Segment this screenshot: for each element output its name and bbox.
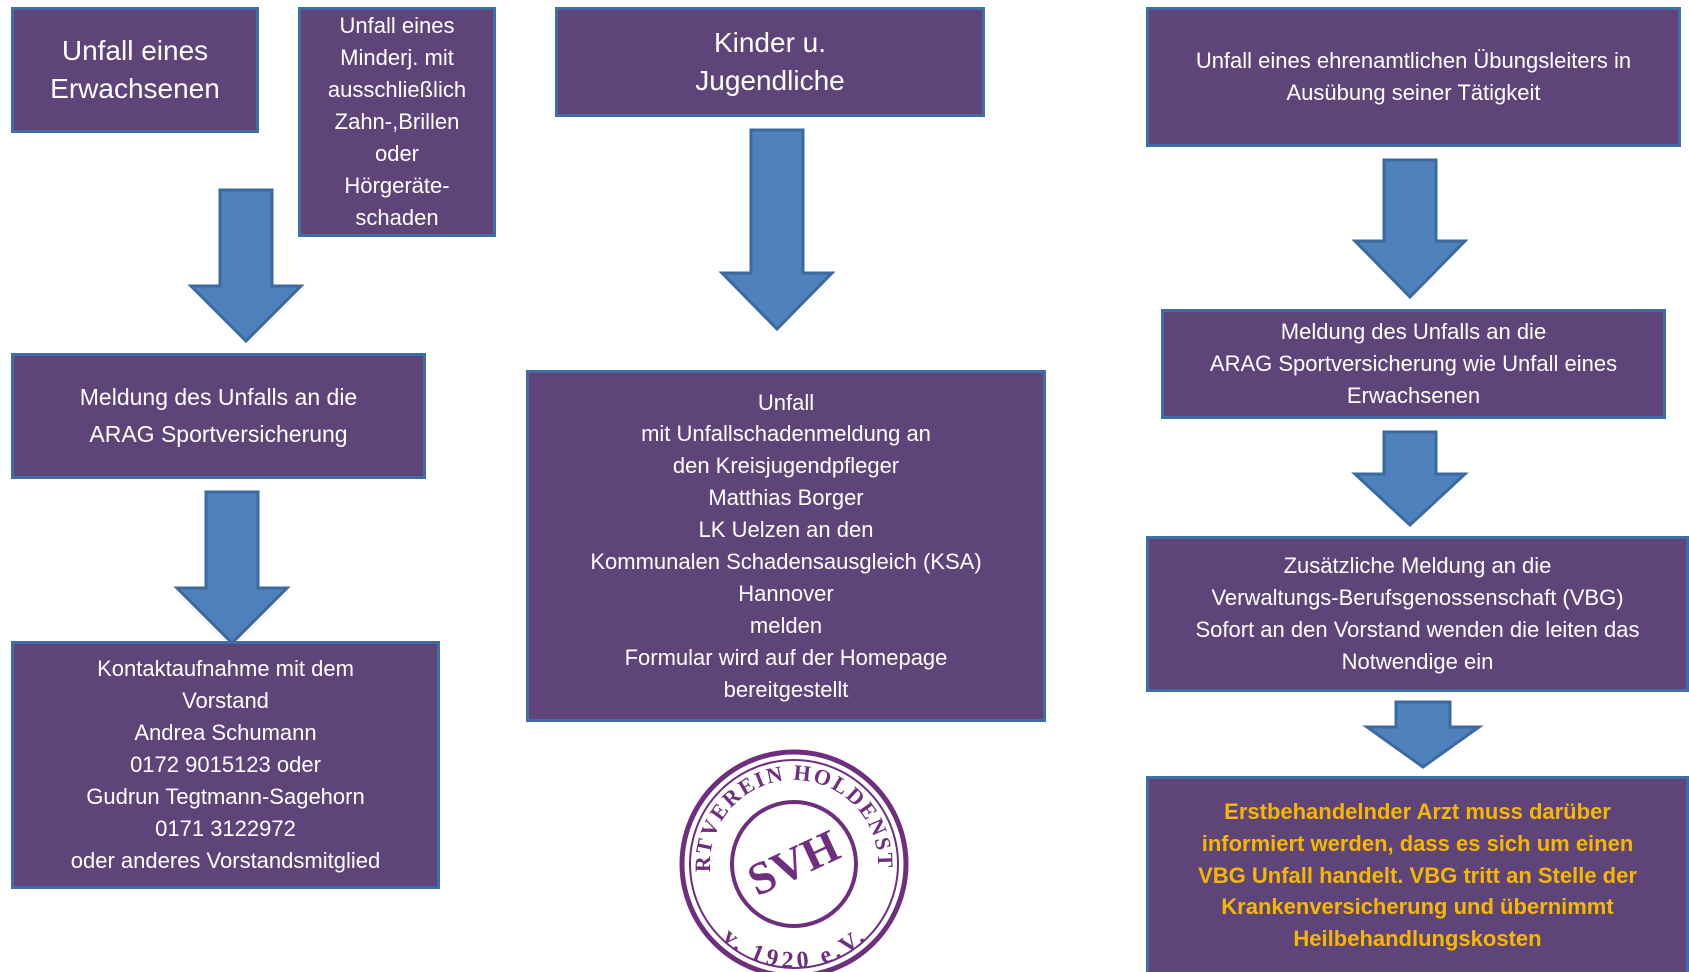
box-line: Erwachsenen: [1346, 382, 1481, 408]
vbg-doctor-note-box: Erstbehandelnder Arzt muss darüber infor…: [1146, 776, 1689, 972]
box-line: bereitgestellt: [723, 676, 849, 702]
box-line: Zusätzliche Meldung an die: [1283, 553, 1552, 579]
minor-accident-box: Unfall eines Minderj. mit ausschließlich…: [298, 7, 496, 237]
box-line: ARAG Sportversicherung wie Unfall eines: [1209, 351, 1618, 377]
box-line: Jugendliche: [695, 65, 845, 96]
box-line: den Kreisjugendpfleger: [672, 453, 900, 479]
box-line: Kinder u.: [713, 27, 827, 59]
box-line: Erwachsenen: [50, 73, 220, 104]
box-line: informiert werden, dass es sich um einen: [1201, 830, 1634, 856]
volunteer-accident-box: Unfall eines ehrenamtlichen Übungsleiter…: [1146, 7, 1681, 147]
arag-volunteer-box: Meldung des Unfalls an die ARAG Sportver…: [1161, 309, 1666, 419]
box-line: Unfall eines ehrenamtlichen Übungsleiter…: [1195, 48, 1632, 74]
ksa-report-box: Unfall mit Unfallschadenmeldung an den K…: [526, 370, 1046, 722]
box-line: Meldung des Unfalls an die: [1280, 319, 1547, 345]
box-line: Unfall: [757, 389, 815, 415]
box-line: Unfall eines: [339, 13, 455, 39]
box-line: ausschließlich: [327, 77, 467, 103]
box-line: Formular wird auf der Homepage: [624, 644, 948, 670]
box-line: mit Unfallschadenmeldung an: [641, 421, 931, 447]
youth-accident-box: Kinder u. Jugendliche: [555, 7, 985, 117]
box-line: oder anderes Vorstandsmitglied: [70, 847, 381, 873]
box-line: Sofort an den Vorstand wenden die leiten…: [1195, 617, 1640, 642]
box-line: Krankenversicherung und übernimmt: [1221, 894, 1614, 920]
box-line: Zahn-,Brillen: [334, 109, 460, 135]
box-line: schaden: [355, 204, 439, 230]
contact-box: Kontaktaufnahme mit dem Vorstand Andrea …: [11, 641, 440, 889]
arrow-down-icon: [1351, 158, 1469, 300]
box-line: 0172 9015123 oder: [130, 752, 321, 778]
box-line: Heilbehandlungskosten: [1293, 926, 1542, 952]
vbg-report-box: Zusätzliche Meldung an die Verwaltungs-B…: [1146, 536, 1689, 692]
arrow-down-icon: [187, 188, 305, 344]
logo-monogram: SVH: [740, 819, 847, 905]
box-line: oder: [374, 140, 420, 166]
box-line: Ausübung seiner Tätigkeit: [1286, 80, 1541, 105]
arrow-down-icon: [718, 128, 836, 332]
box-line: ARAG Sportversicherung: [89, 421, 348, 447]
club-logo: SPORTVEREIN HOLDENSTEDT v. 1920 e.V. SVH: [676, 746, 909, 972]
box-line: Meldung des Unfalls an die: [79, 384, 358, 411]
adult-accident-box: Unfall eines Erwachsenen: [11, 7, 259, 133]
box-line: Hannover: [738, 580, 834, 606]
box-line: Vorstand: [182, 688, 269, 714]
arrow-down-icon: [1362, 700, 1484, 769]
box-line: Notwendige ein: [1341, 648, 1494, 674]
box-line: Erstbehandelnder Arzt muss darüber: [1224, 798, 1611, 824]
box-line: 0171 3122972: [155, 815, 296, 841]
arrow-down-icon: [173, 490, 291, 646]
box-line: Minderj. mit: [340, 45, 454, 71]
box-line: melden: [749, 612, 823, 638]
arag-report-box: Meldung des Unfalls an die ARAG Sportver…: [11, 353, 426, 479]
arrow-down-icon: [1351, 430, 1469, 528]
box-line: Andrea Schumann: [134, 720, 317, 746]
box-line: Kommunalen Schadensausgleich (KSA): [590, 549, 982, 574]
box-line: Verwaltungs-Berufsgenossenschaft (VBG): [1211, 585, 1624, 611]
box-line: Matthias Borger: [708, 485, 864, 511]
box-line: LK Uelzen an den: [698, 517, 874, 543]
box-line: Gudrun Tegtmann-Sagehorn: [86, 783, 365, 809]
box-line: VBG Unfall handelt. VBG tritt an Stelle …: [1198, 862, 1637, 888]
box-line: Hörgeräte-: [344, 172, 450, 198]
box-line: Unfall eines: [61, 35, 209, 67]
box-line: Kontaktaufnahme mit dem: [97, 656, 354, 682]
